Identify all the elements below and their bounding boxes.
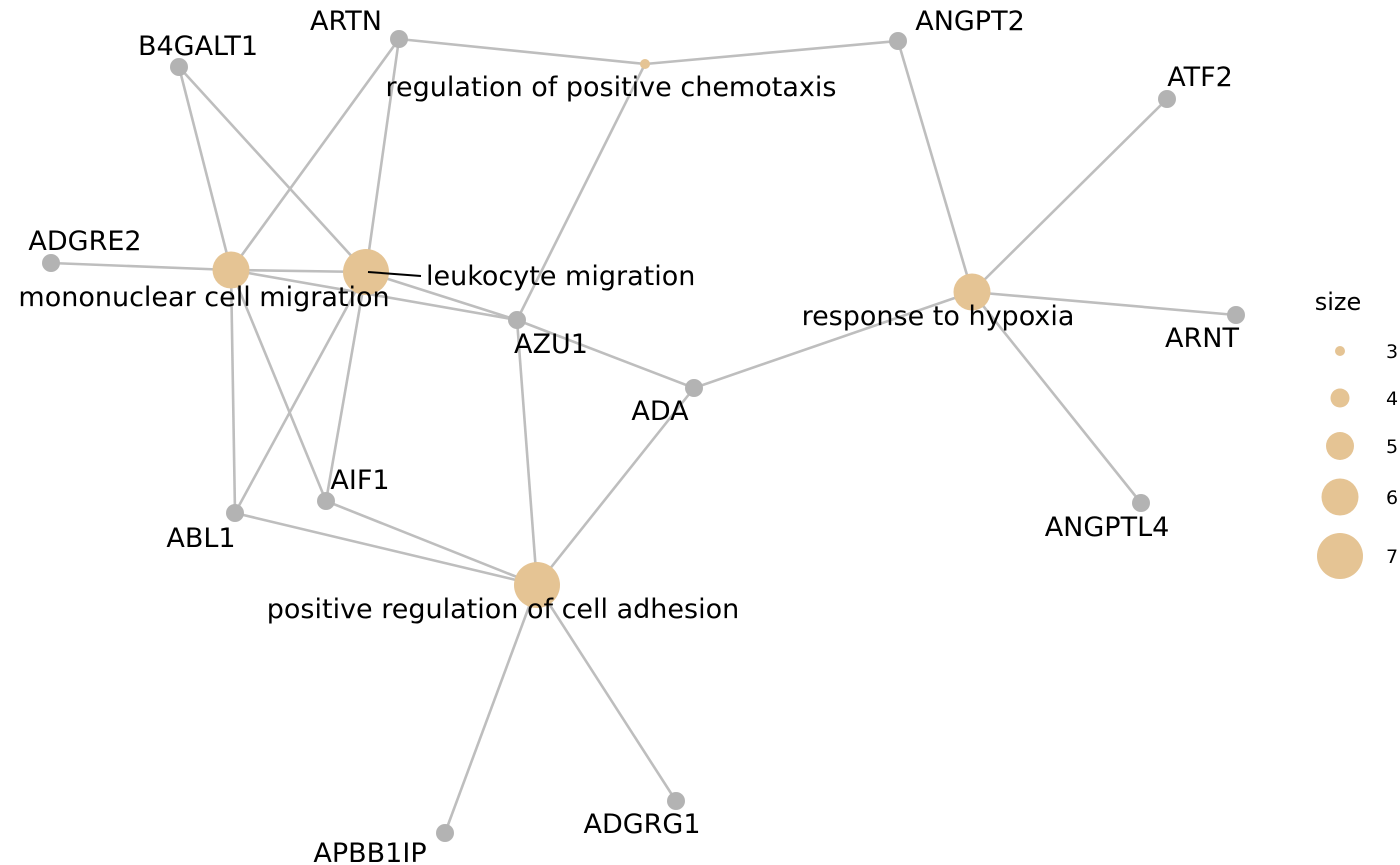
legend-circle-4 (1330, 388, 1350, 408)
gene-node-angpt2 (889, 32, 907, 50)
node-label-angptl4: ANGPTL4 (1045, 512, 1170, 543)
node-label-adgrg1: ADGRG1 (583, 809, 700, 840)
gene-node-adgrg1 (667, 792, 685, 810)
edge-adgrg1-to-positive-regulation-of-cell-adhesion (535, 584, 678, 802)
edge-angpt2-to-regulation-of-positive-chemotaxis (644, 39, 899, 66)
gene-node-atf2 (1158, 90, 1176, 108)
node-label-azu1: AZU1 (514, 329, 588, 360)
edge-b4galt1-to-leukocyte-migration (178, 66, 367, 273)
gene-node-artn (390, 30, 408, 48)
gene-node-adgre2 (42, 254, 60, 272)
gene-node-abl1 (226, 504, 244, 522)
edge-aif1-to-mononuclear-cell-migration (229, 269, 328, 502)
legend-label-3: 3 (1386, 341, 1398, 363)
edge-angpt2-to-response-to-hypoxia (896, 40, 974, 293)
edge-artn-to-mononuclear-cell-migration (229, 38, 401, 271)
node-label-aif1: AIF1 (330, 465, 389, 496)
category-node-mononuclear-cell-migration (212, 251, 250, 289)
legend-circle-6 (1321, 478, 1359, 516)
size-legend: size 3 4 5 6 7 (1315, 288, 1398, 579)
edge-b4galt1-to-mononuclear-cell-migration (177, 66, 233, 271)
legend-items: 3 4 5 6 7 (1317, 341, 1398, 579)
node-label-mononuclear-cell-migration: mononuclear cell migration (18, 282, 389, 313)
edge-ada-to-response-to-hypoxia (693, 290, 973, 390)
edge-apbb1ip-to-positive-regulation-of-cell-adhesion (443, 584, 539, 834)
node-label-leukocyte-migration: leukocyte migration (426, 261, 695, 292)
gene-node-angptl4 (1132, 494, 1150, 512)
gene-node-apbb1ip (436, 824, 454, 842)
network-nodes (42, 30, 1245, 842)
label-leader-leukocyte-migration (367, 271, 422, 277)
category-node-leukocyte-migration (343, 249, 389, 295)
edge-ada-to-positive-regulation-of-cell-adhesion (535, 387, 696, 586)
category-node-response-to-hypoxia (953, 273, 991, 311)
node-label-ada: ADA (631, 396, 689, 427)
edge-aif1-to-positive-regulation-of-cell-adhesion (325, 499, 538, 587)
legend-circle-5 (1326, 432, 1354, 460)
network-labels: regulation of positive chemotaxis mononuc… (18, 6, 1239, 865)
gene-node-azu1 (508, 311, 526, 329)
gene-node-ada (685, 379, 703, 397)
legend-label-4: 4 (1386, 388, 1398, 410)
node-label-atf2: ATF2 (1167, 62, 1233, 93)
node-label-response-to-hypoxia: response to hypoxia (802, 301, 1075, 332)
category-node-regulation-of-positive-chemotaxis (640, 59, 650, 69)
node-label-artn: ARTN (310, 6, 382, 37)
edge-azu1-to-leukocyte-migration (365, 270, 518, 322)
network-edges (50, 37, 1237, 834)
edge-azu1-to-mononuclear-cell-migration (230, 268, 518, 322)
legend-label-5: 5 (1386, 436, 1398, 458)
edge-abl1-to-positive-regulation-of-cell-adhesion (234, 511, 538, 587)
edge-adgre2-to-mononuclear-cell-migration (50, 261, 232, 272)
gene-node-aif1 (317, 492, 335, 510)
edge-ada-to-azu1 (516, 318, 695, 390)
node-label-adgre2: ADGRE2 (28, 226, 141, 257)
legend-circle-7 (1317, 533, 1363, 579)
edge-azu1-to-regulation-of-positive-chemotaxis (515, 63, 647, 321)
edge-angptl4-to-response-to-hypoxia (970, 291, 1143, 504)
edge-artn-to-regulation-of-positive-chemotaxis (398, 37, 646, 66)
category-node-positive-regulation-of-cell-adhesion (514, 562, 560, 608)
node-label-angpt2: ANGPT2 (915, 6, 1025, 37)
edge-azu1-to-positive-regulation-of-cell-adhesion (515, 319, 539, 586)
node-label-arnt: ARNT (1165, 323, 1239, 354)
node-label-apbb1ip: APBB1IP (313, 838, 426, 865)
node-label-abl1: ABL1 (166, 523, 235, 554)
edge-arnt-to-response-to-hypoxia (971, 290, 1237, 317)
legend-label-6: 6 (1386, 487, 1398, 509)
edge-abl1-to-leukocyte-migration (233, 271, 368, 514)
node-label-positive-regulation-of-cell-adhesion: positive regulation of cell adhesion (267, 594, 739, 625)
gene-node-arnt (1227, 306, 1245, 324)
edge-atf2-to-response-to-hypoxia (971, 98, 1168, 293)
legend-circle-3 (1335, 346, 1345, 356)
node-label-b4galt1: B4GALT1 (138, 31, 258, 62)
edge-aif1-to-leukocyte-migration (324, 271, 368, 502)
edge-artn-to-leukocyte-migration (364, 38, 401, 273)
node-label-regulation-of-positive-chemotaxis: regulation of positive chemotaxis (386, 72, 837, 103)
edge-abl1-to-mononuclear-cell-migration (229, 269, 237, 514)
legend-label-7: 7 (1386, 546, 1398, 568)
gene-node-b4galt1 (170, 58, 188, 76)
legend-title: size (1315, 288, 1362, 316)
